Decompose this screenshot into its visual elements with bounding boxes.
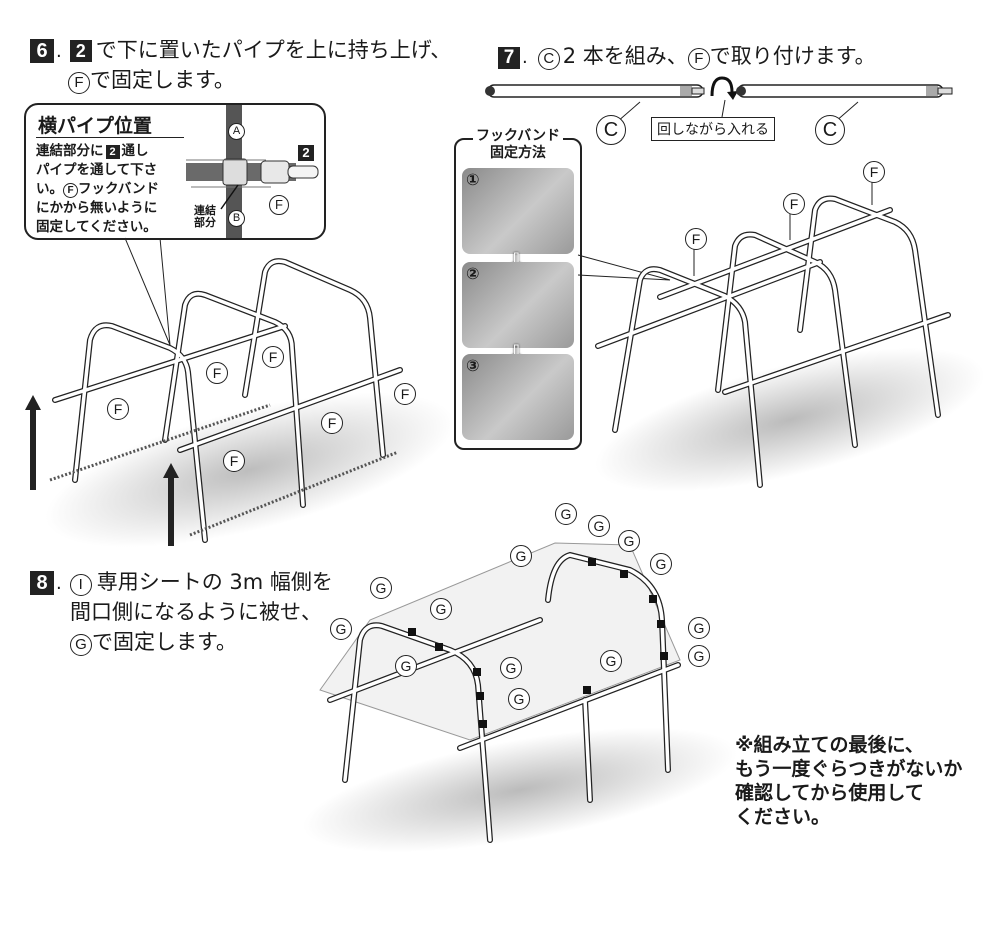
hookband-step3-photo: ③ bbox=[462, 354, 574, 440]
c-label-left: C bbox=[596, 115, 626, 145]
g-label-13: G bbox=[688, 645, 710, 667]
final-safety-note: ※組み立ての最後に、 もう一度ぐらつきがないか 確認してから使用して ください。 bbox=[735, 733, 962, 829]
callout-title: 横パイプ位置 bbox=[38, 115, 153, 137]
label-f-circle: F bbox=[269, 195, 289, 215]
g-circle-icon: G bbox=[70, 634, 92, 656]
hookband-method-box: フックバンド 固定方法 ① ⇩ ② ⇩ ③ bbox=[454, 128, 582, 450]
g-label-5: G bbox=[500, 657, 522, 679]
f-label-5: F bbox=[321, 412, 343, 434]
note-line3: 確認してから使用して bbox=[735, 782, 924, 804]
label-a-circle: A bbox=[228, 123, 245, 140]
callout-ref-box: 2 bbox=[105, 145, 120, 159]
callout-text-1: 連結部分に bbox=[36, 143, 104, 159]
g-label-14: G bbox=[600, 650, 622, 672]
step8-line3: で固定します。 bbox=[92, 630, 237, 654]
hookband-title-2: 固定方法 bbox=[490, 145, 546, 161]
joint-label-2: 部分 bbox=[194, 216, 216, 229]
hookband-title-1: フックバンド bbox=[473, 128, 563, 145]
g-label-1: G bbox=[370, 577, 392, 599]
joint-label: 連結 部分 bbox=[194, 205, 216, 229]
callout-text-line2: パイプを通して下さ bbox=[36, 162, 158, 178]
f-label-3: F bbox=[262, 346, 284, 368]
f-label-8: F bbox=[783, 193, 805, 215]
callout-text-2: 通し bbox=[121, 143, 149, 159]
step6-ref-box: 2 bbox=[69, 40, 92, 62]
c-pipes-illustration bbox=[485, 76, 953, 123]
step7-text2: で取り付けます。 bbox=[709, 44, 876, 68]
step6-line1: で下に置いたパイプを上に持ち上げ、 bbox=[95, 38, 452, 62]
label-b-circle: B bbox=[228, 210, 245, 227]
rotate-insert-label: 回しながら入れる bbox=[651, 117, 775, 141]
step8-line1: 専用シートの 3m 幅側を bbox=[96, 570, 333, 594]
c-label-right: C bbox=[815, 115, 845, 145]
callout-text-line5: 固定してください。 bbox=[36, 219, 157, 235]
note-line4: ください。 bbox=[735, 806, 831, 828]
g-label-3: G bbox=[430, 598, 452, 620]
g-label-12: G bbox=[688, 617, 710, 639]
i-circle-icon: I bbox=[69, 574, 92, 596]
f-label-2: F bbox=[206, 362, 228, 384]
step6-number: 6 bbox=[30, 39, 54, 63]
g-label-7: G bbox=[510, 545, 532, 567]
callout-title-underline bbox=[36, 137, 184, 138]
g-label-6: G bbox=[508, 688, 530, 710]
g-label-2: G bbox=[330, 618, 352, 640]
note-line2: もう一度ぐらつきがないか bbox=[735, 758, 963, 780]
step8-number: 8 bbox=[30, 571, 54, 595]
hookband-step2-photo: ② bbox=[462, 262, 574, 348]
f-circle-icon: F bbox=[63, 183, 78, 198]
step8-line2: 間口側になるように被せ、 bbox=[70, 600, 322, 624]
note-line1: ※組み立ての最後に、 bbox=[735, 734, 924, 756]
f-label-6: F bbox=[223, 450, 245, 472]
step6-line2: で固定します。 bbox=[90, 68, 235, 92]
g-label-4: G bbox=[395, 655, 417, 677]
f-label-9: F bbox=[863, 161, 885, 183]
joint-label-1: 連結 bbox=[194, 204, 216, 217]
callout-text-line4: にかから無いように bbox=[36, 200, 158, 216]
g-label-8: G bbox=[555, 503, 577, 525]
callout-text-line3a: い。 bbox=[36, 181, 63, 197]
f-label-4: F bbox=[394, 383, 416, 405]
hookband-step3-number: ③ bbox=[466, 356, 480, 375]
hookband-step2-number: ② bbox=[466, 264, 480, 283]
f-circle-icon: F bbox=[68, 72, 90, 94]
hookband-step1-number: ① bbox=[466, 170, 480, 189]
step7-frame-illustration bbox=[577, 180, 985, 493]
step7-number: 7 bbox=[498, 47, 520, 69]
c-circle-icon: C bbox=[537, 48, 560, 70]
f-label-7: F bbox=[685, 228, 707, 250]
g-label-10: G bbox=[618, 530, 640, 552]
g-label-11: G bbox=[650, 553, 672, 575]
step6-frame-illustration bbox=[25, 237, 455, 548]
callout-text-line3b: フックバンド bbox=[78, 181, 159, 197]
step7-text1: 2 本を組み、 bbox=[562, 44, 688, 68]
g-label-9: G bbox=[588, 515, 610, 537]
f-circle-icon: F bbox=[687, 48, 710, 70]
f-label-1: F bbox=[107, 398, 129, 420]
hookband-title: フックバンド 固定方法 bbox=[456, 128, 580, 162]
hookband-step1-photo: ① bbox=[462, 168, 574, 254]
label-2-box: 2 bbox=[298, 145, 314, 161]
